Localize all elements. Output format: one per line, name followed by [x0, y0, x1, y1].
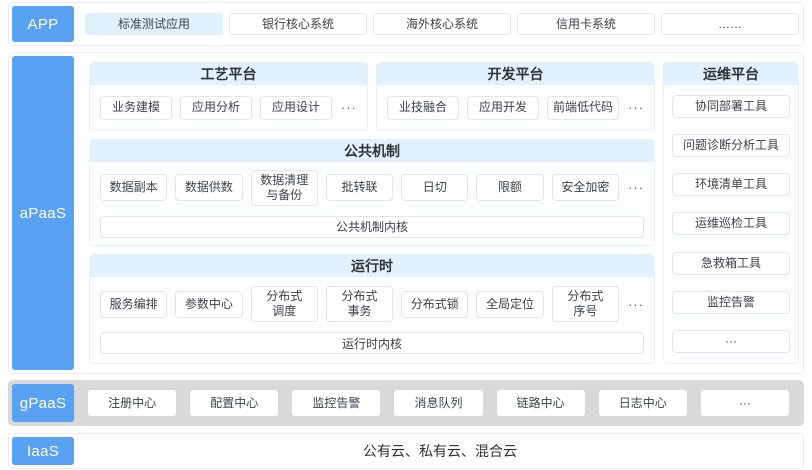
runtime-panel: 运行时 服务编排 参数中心 分布式 调度 分布式 事务 分布式锁 全局定位 分布… — [89, 254, 655, 364]
ops-platform-title: 运维平台 — [664, 63, 798, 85]
ops-platform-panel: 运维平台 协同部署工具 问题诊断分析工具 环境清单工具 运维巡检工具 急救箱工具… — [663, 62, 799, 364]
gpaas-layer: gPaaS 注册中心 配置中心 监控告警 消息队列 链路中心 日志中心 ··· — [8, 380, 804, 426]
gpaas-layer-label: gPaaS — [12, 384, 74, 422]
ops-item-inspection-tool: 运维巡检工具 — [672, 212, 790, 236]
dev-platform-items: 业技融合 应用开发 前端低代码 ··· — [377, 85, 654, 130]
common-mechanism-panel: 公共机制 数据副本 数据供数 数据清理 与备份 批转联 日切 限额 安全加密 ·… — [89, 139, 655, 246]
runtime-items: 服务编排 参数中心 分布式 调度 分布式 事务 分布式锁 全局定位 分布式 序号… — [100, 286, 644, 322]
runtime-item-service-orchestration: 服务编排 — [100, 290, 168, 318]
dev-item-app-development: 应用开发 — [467, 95, 539, 120]
dev-more-dots: ··· — [628, 100, 644, 115]
common-mechanism-title: 公共机制 — [90, 140, 654, 162]
apaas-top-panels: 工艺平台 业务建模 应用分析 应用设计 ··· 开发平台 业技融合 应用开发 — [89, 62, 655, 131]
runtime-item-parameter-center: 参数中心 — [175, 290, 243, 318]
common-mechanism-body: 数据副本 数据供数 数据清理 与备份 批转联 日切 限额 安全加密 ··· 公共… — [90, 162, 654, 245]
runtime-item-distributed-scheduling: 分布式 调度 — [250, 286, 318, 322]
runtime-item-distributed-sequence: 分布式 序号 — [551, 286, 619, 322]
common-item-data-replica: 数据副本 — [100, 174, 168, 201]
apaas-left-column: 工艺平台 业务建模 应用分析 应用设计 ··· 开发平台 业技融合 应用开发 — [89, 62, 655, 364]
craft-item-app-design: 应用设计 — [260, 95, 332, 120]
craft-platform-panel: 工艺平台 业务建模 应用分析 应用设计 ··· — [89, 62, 368, 131]
runtime-item-global-positioning: 全局定位 — [476, 290, 544, 318]
craft-item-business-modeling: 业务建模 — [100, 95, 172, 120]
app-item-credit-card: 信用卡系统 — [517, 13, 655, 35]
app-item-bank-core: 银行核心系统 — [229, 13, 367, 35]
common-item-security-encryption: 安全加密 — [551, 174, 619, 201]
gpaas-item-config-center: 配置中心 — [190, 390, 279, 416]
gpaas-item-more: ··· — [700, 390, 789, 416]
ops-platform-items: 协同部署工具 问题诊断分析工具 环境清单工具 运维巡检工具 急救箱工具 监控告警… — [664, 85, 798, 363]
apaas-layer-label: aPaaS — [12, 56, 74, 370]
dev-item-frontend-lowcode: 前端低代码 — [547, 95, 619, 120]
ops-item-env-inventory-tool: 环境清单工具 — [672, 173, 790, 197]
dev-item-biztech-fusion: 业技融合 — [387, 95, 459, 120]
common-item-limit: 限额 — [476, 174, 544, 201]
common-item-data-cleanup-backup: 数据清理 与备份 — [250, 169, 318, 206]
gpaas-item-monitoring-alert: 监控告警 — [292, 390, 381, 416]
common-more-dots: ··· — [627, 180, 644, 195]
app-layer-label: APP — [12, 6, 74, 42]
ops-item-collab-deploy-tool: 协同部署工具 — [672, 95, 790, 118]
gpaas-items: 注册中心 配置中心 监控告警 消息队列 链路中心 日志中心 ··· — [77, 381, 803, 425]
ops-item-problem-diagnosis-tool: 问题诊断分析工具 — [672, 134, 790, 158]
app-item-standard-test: 标准测试应用 — [85, 13, 223, 35]
runtime-more-dots: ··· — [627, 296, 644, 312]
craft-platform-items: 业务建模 应用分析 应用设计 ··· — [90, 85, 367, 130]
dev-platform-title: 开发平台 — [377, 63, 654, 85]
runtime-title: 运行时 — [90, 255, 654, 277]
craft-platform-title: 工艺平台 — [90, 63, 367, 85]
ops-item-first-aid-kit-tool: 急救箱工具 — [672, 251, 790, 275]
common-item-data-supply: 数据供数 — [175, 174, 243, 201]
app-layer: APP 标准测试应用 银行核心系统 海外核心系统 信用卡系统 …… — [8, 2, 804, 46]
ops-item-monitoring-alert: 监控告警 — [672, 290, 790, 314]
common-mechanism-items: 数据副本 数据供数 数据清理 与备份 批转联 日切 限额 安全加密 ··· — [100, 169, 644, 206]
runtime-item-distributed-lock: 分布式锁 — [401, 290, 469, 318]
common-item-batch-online: 批转联 — [325, 174, 394, 201]
runtime-item-distributed-transaction: 分布式 事务 — [325, 286, 394, 322]
common-mechanism-kernel-bar: 公共机制内核 — [100, 215, 644, 238]
common-item-day-cutover: 日切 — [401, 174, 469, 201]
apaas-layer: aPaaS 工艺平台 业务建模 应用分析 应用设计 ··· 开发平台 — [8, 52, 804, 374]
ops-item-more: ··· — [672, 329, 790, 353]
runtime-body: 服务编排 参数中心 分布式 调度 分布式 事务 分布式锁 全局定位 分布式 序号… — [90, 277, 654, 363]
dev-platform-panel: 开发平台 业技融合 应用开发 前端低代码 ··· — [376, 62, 655, 131]
apaas-content: 工艺平台 业务建模 应用分析 应用设计 ··· 开发平台 业技融合 应用开发 — [77, 53, 803, 373]
gpaas-item-registry-center: 注册中心 — [88, 390, 177, 416]
iaas-layer: IaaS 公有云、私有云、混合云 — [8, 433, 804, 469]
app-item-overseas-core: 海外核心系统 — [373, 13, 511, 35]
app-item-more: …… — [661, 13, 799, 35]
gpaas-item-log-center: 日志中心 — [598, 390, 687, 416]
gpaas-item-message-queue: 消息队列 — [394, 390, 483, 416]
app-layer-items: 标准测试应用 银行核心系统 海外核心系统 信用卡系统 …… — [77, 3, 803, 45]
gpaas-item-trace-center: 链路中心 — [496, 390, 585, 416]
craft-item-app-analysis: 应用分析 — [180, 95, 252, 120]
iaas-cloud-text: 公有云、私有云、混合云 — [363, 443, 517, 459]
craft-more-dots: ··· — [341, 100, 357, 115]
iaas-layer-label: IaaS — [12, 437, 74, 465]
runtime-kernel-bar: 运行时内核 — [100, 332, 644, 354]
